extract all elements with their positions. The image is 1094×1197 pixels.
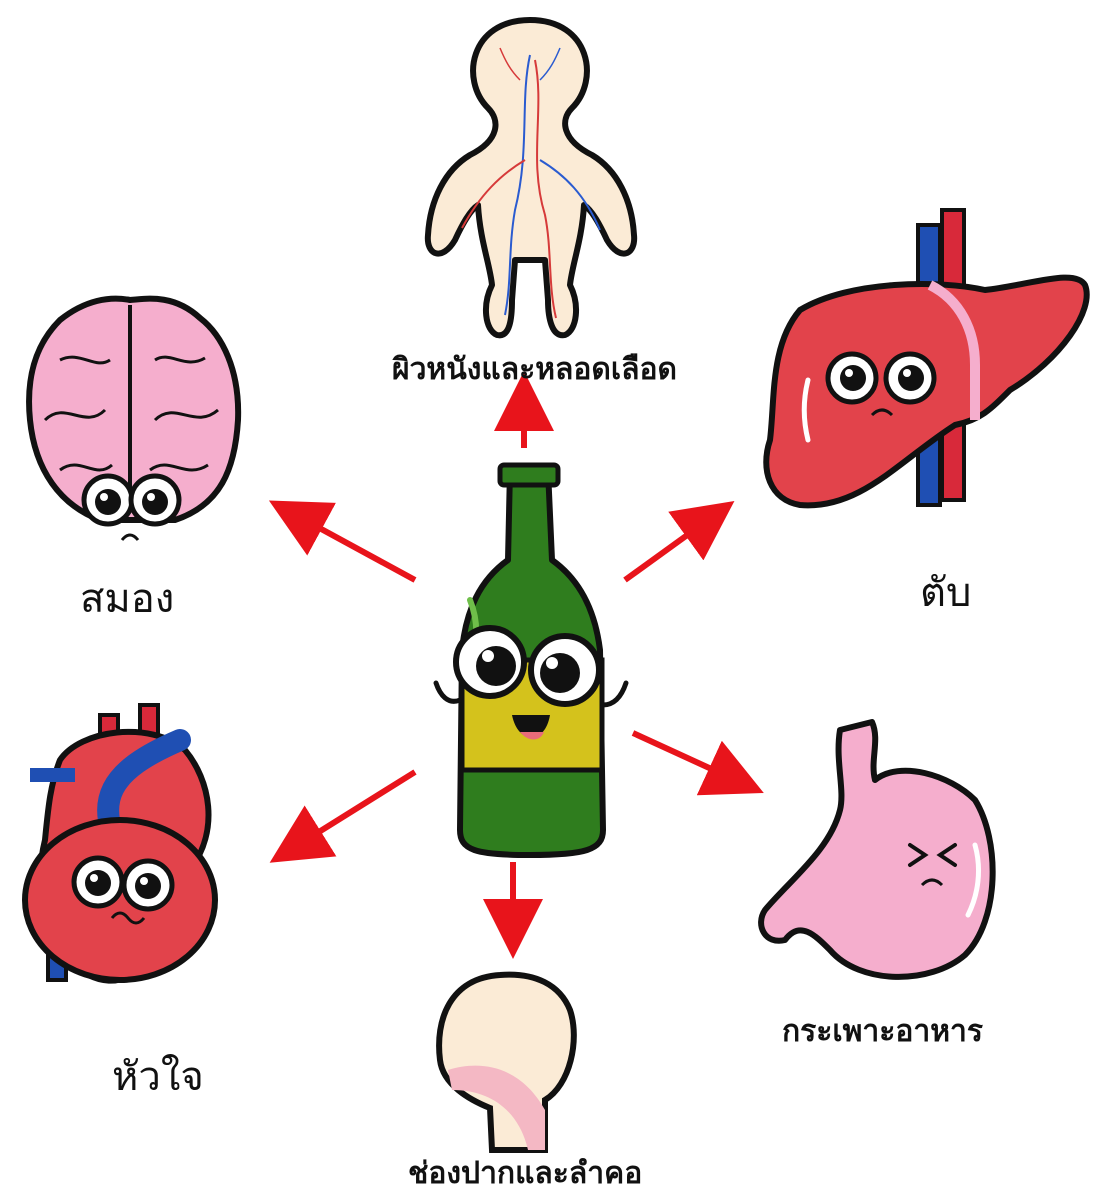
brain-icon xyxy=(29,299,238,540)
label-brain: สมอง xyxy=(80,566,174,630)
stomach-icon xyxy=(761,722,993,977)
body-vessels-icon xyxy=(428,20,634,335)
label-liver: ตับ xyxy=(920,560,971,624)
label-throat: ช่องปากและลำคอ xyxy=(408,1150,642,1197)
label-heart: หัวใจ xyxy=(112,1044,204,1108)
arrow-to-stomach xyxy=(633,733,742,783)
arrow-to-brain xyxy=(290,512,415,580)
throat-icon xyxy=(439,975,574,1150)
bottle-character-icon xyxy=(436,465,626,855)
liver-icon xyxy=(766,210,1086,505)
arrow-to-liver xyxy=(625,515,715,580)
label-skin: ผิวหนังและหลอดเลือด xyxy=(392,346,677,393)
arrow-to-heart xyxy=(290,772,415,850)
label-stomach: กระเพาะอาหาร xyxy=(782,1008,983,1055)
heart-icon xyxy=(25,705,215,981)
